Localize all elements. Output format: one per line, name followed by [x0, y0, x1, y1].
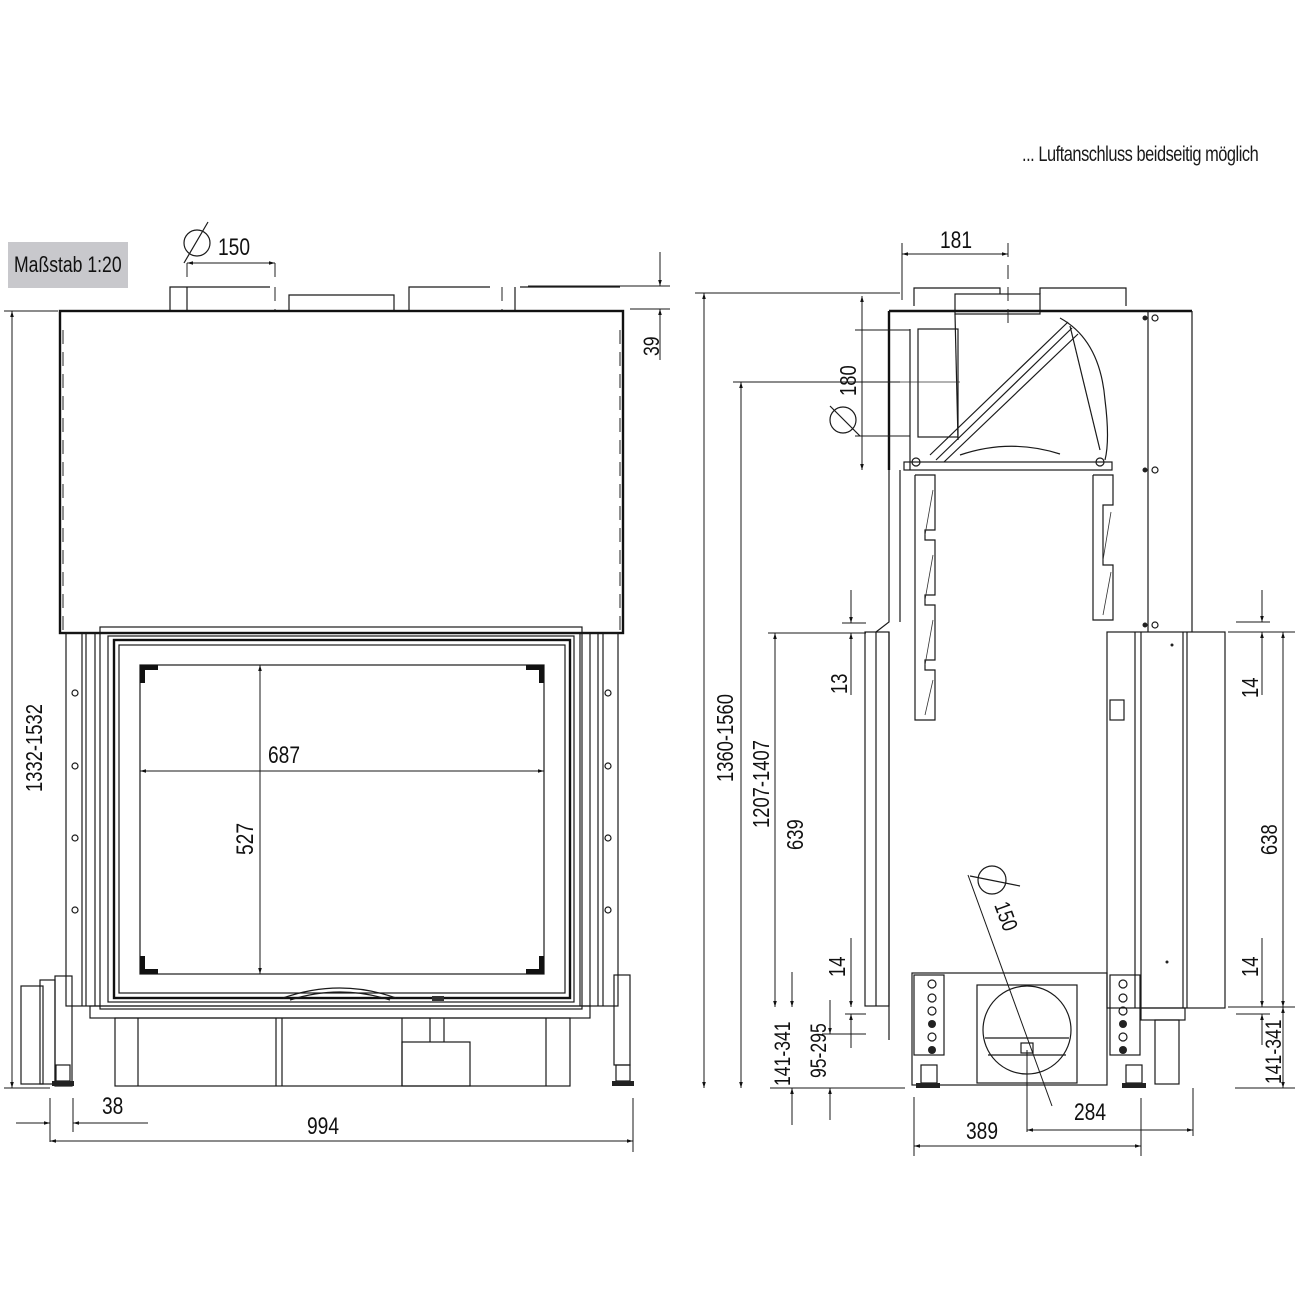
right-bottom-gap-label: 14	[1238, 957, 1263, 977]
right-louvers	[1092, 474, 1114, 621]
air-inlet-offset-label: 284	[1074, 1098, 1106, 1126]
side-total-height-label: 1360-1560	[713, 694, 738, 782]
front-total-height-label: 1332-1532	[22, 704, 47, 792]
air-inlet-diameter-label: 150	[989, 899, 1022, 935]
left-top-gap-label: 13	[827, 674, 852, 694]
side-depth-label: 389	[966, 1117, 998, 1145]
collar-height-label: 39	[640, 336, 664, 356]
door-handle	[282, 987, 397, 999]
foot-offset-label: 38	[102, 1092, 123, 1120]
right-base-height-label: 141-341	[1262, 1019, 1286, 1084]
scale-label: Maßstab 1:20	[14, 252, 122, 277]
flue-width-label: 181	[940, 226, 972, 254]
side-left-door	[864, 631, 890, 1040]
front-total-width-label: 994	[307, 1112, 339, 1140]
left-base-height-label: 141-341	[771, 1021, 795, 1086]
glass-pane	[139, 664, 545, 975]
front-dimensions: 150 39 1332-1532 687 527 38	[4, 221, 670, 1152]
diameter-symbol-icon	[183, 229, 211, 257]
side-view: 181 180 1360-1560 1207-1407 639	[695, 226, 1295, 1156]
right-door-opening-label: 638	[1257, 824, 1282, 855]
air-connection-note: ... Luftanschluss beidseitig möglich	[1022, 143, 1259, 166]
diameter-symbol-icon	[977, 865, 1007, 895]
diameter-symbol-icon	[829, 406, 857, 434]
glass-width-label: 687	[268, 741, 300, 769]
glass-height-label: 527	[231, 823, 259, 855]
front-upper-body	[58, 309, 625, 635]
door-frame	[65, 626, 619, 1010]
left-door-opening-label: 639	[783, 819, 808, 850]
flue-height-label: 180	[836, 365, 861, 396]
flue-diameter-label: 150	[218, 233, 250, 261]
side-base	[911, 972, 1186, 1088]
side-right-door	[1106, 631, 1226, 1009]
door-top-height-label: 1207-1407	[749, 740, 774, 828]
scale-box	[8, 242, 128, 288]
right-top-gap-label: 14	[1238, 678, 1263, 698]
left-louvers	[914, 474, 936, 721]
front-view: 150 39 1332-1532 687 527 38	[4, 221, 670, 1152]
left-bottom-gap-label: 14	[825, 957, 850, 977]
side-dimensions: 181 180 1360-1560 1207-1407 639	[695, 226, 1295, 1156]
front-base	[20, 974, 634, 1087]
top-collars	[169, 286, 620, 311]
inner-base-height-label: 95-295	[807, 1023, 831, 1078]
